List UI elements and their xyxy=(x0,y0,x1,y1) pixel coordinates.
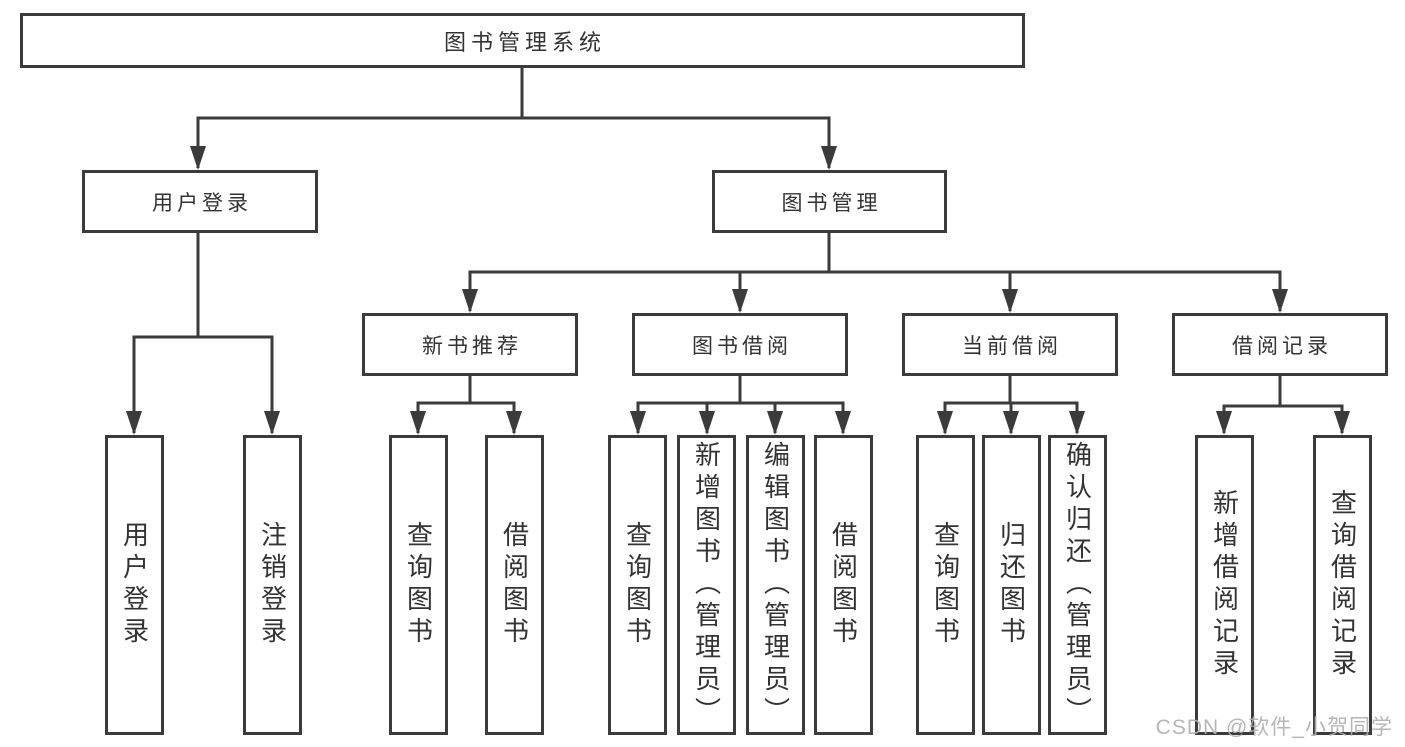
connector-user-branch xyxy=(132,231,274,339)
node-current-borrow: 当前借阅 xyxy=(902,313,1118,376)
leaf-borrow-add-book-admin: 新增图书（管理员） xyxy=(677,435,736,735)
leaf-newbook-query-book-label: 查询图书 xyxy=(403,521,434,649)
leaf-user-login: 用户登录 xyxy=(105,435,164,735)
leaf-logout: 注销登录 xyxy=(243,435,302,735)
node-book-borrow: 图书借阅 xyxy=(632,313,848,376)
leaf-user-login-label: 用户登录 xyxy=(119,521,150,649)
leaf-current-query-book: 查询图书 xyxy=(916,435,975,735)
node-borrow-records: 借阅记录 xyxy=(1172,313,1388,376)
node-new-book-recommend: 新书推荐 xyxy=(362,313,578,376)
leaf-records-query-record-label: 查询借阅记录 xyxy=(1327,489,1358,681)
leaf-newbook-query-book: 查询图书 xyxy=(389,435,448,735)
leaf-borrow-edit-book-admin: 编辑图书（管理员） xyxy=(746,435,805,735)
leaf-logout-label: 注销登录 xyxy=(257,521,288,649)
leaf-newbook-borrow-book-label: 借阅图书 xyxy=(499,521,530,649)
leaf-borrow-edit-book-admin-label: 编辑图书（管理员） xyxy=(760,441,791,729)
node-new-book-recommend-label: 新书推荐 xyxy=(422,334,522,358)
connector-current-group xyxy=(943,374,1079,405)
leaf-records-add-record: 新增借阅记录 xyxy=(1195,435,1254,735)
node-root-system: 图书管理系统 xyxy=(20,13,1025,68)
leaf-current-query-book-label: 查询图书 xyxy=(930,521,961,649)
node-book-management: 图书管理 xyxy=(712,170,947,233)
node-book-management-label: 图书管理 xyxy=(781,191,882,215)
leaf-current-confirm-return-admin: 确认归还（管理员） xyxy=(1048,435,1107,735)
node-root-label: 图书管理系统 xyxy=(443,29,606,55)
leaf-borrow-query-book-label: 查询图书 xyxy=(622,521,653,649)
node-user-login-branch: 用户登录 xyxy=(82,170,318,233)
connector-root-to-level2 xyxy=(196,66,831,120)
node-borrow-records-label: 借阅记录 xyxy=(1232,334,1332,358)
connector-book-branch xyxy=(468,231,1282,274)
leaf-current-confirm-return-admin-label: 确认归还（管理员） xyxy=(1062,441,1093,729)
leaf-borrow-add-book-admin-label: 新增图书（管理员） xyxy=(691,441,722,729)
node-current-borrow-label: 当前借阅 xyxy=(962,334,1062,358)
node-book-borrow-label: 图书借阅 xyxy=(692,334,792,358)
connector-records-group xyxy=(1222,374,1344,408)
node-user-login-branch-label: 用户登录 xyxy=(152,191,252,215)
leaf-current-return-book-label: 归还图书 xyxy=(996,521,1027,649)
leaf-borrow-borrow-book: 借阅图书 xyxy=(814,435,873,735)
leaf-records-query-record: 查询借阅记录 xyxy=(1313,435,1372,735)
leaf-newbook-borrow-book: 借阅图书 xyxy=(485,435,544,735)
leaf-records-add-record-label: 新增借阅记录 xyxy=(1209,489,1240,681)
leaf-borrow-borrow-book-label: 借阅图书 xyxy=(828,521,859,649)
connector-newbook-group xyxy=(416,374,516,405)
leaf-current-return-book: 归还图书 xyxy=(982,435,1041,735)
leaf-borrow-query-book: 查询图书 xyxy=(608,435,667,735)
connector-borrow-group xyxy=(636,374,845,405)
csdn-watermark: CSDN @软件_小贺同学 xyxy=(1155,716,1393,739)
